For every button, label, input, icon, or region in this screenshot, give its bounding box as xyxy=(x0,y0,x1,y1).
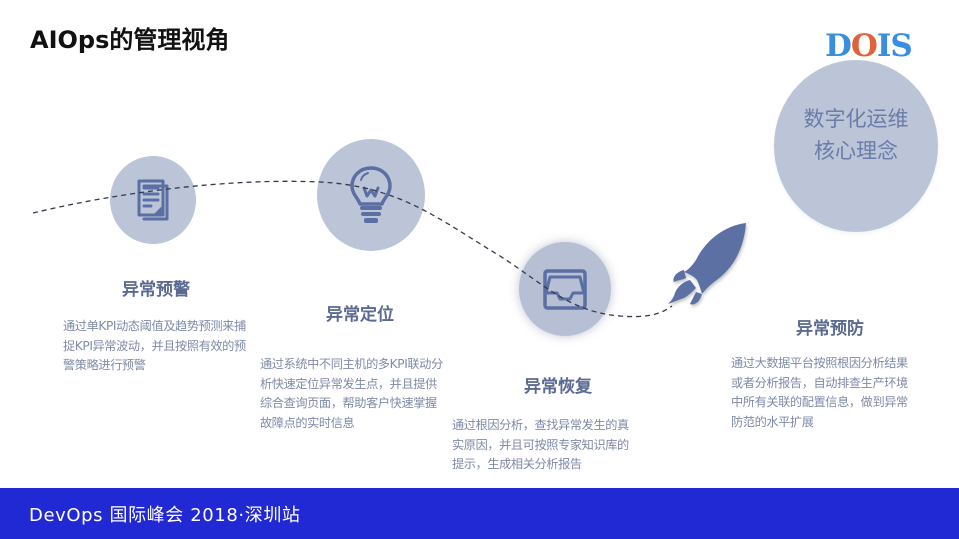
step-3-title: 异常恢复 xyxy=(524,377,592,397)
logo-letter-o: O xyxy=(850,28,878,64)
step-4-desc-line: 中所有关联的配置信息，做到异常 xyxy=(731,395,908,409)
step-1-desc-line: 捉KPI异常波动，并且按照有效的预 xyxy=(63,338,246,353)
step-1-desc-line: 通过单KPI动态阈值及趋势预测来捕 xyxy=(63,319,246,333)
logo-letter-i: I xyxy=(876,28,891,64)
step-4-description: 通过大数据平台按照根因分析结果 或者分析报告，自动排查生产环境 中所有关联的配置… xyxy=(731,354,908,432)
step-3-circle xyxy=(519,242,611,336)
slide-title: AIOps的管理视角 xyxy=(30,26,230,54)
step-2-circle xyxy=(317,139,425,251)
footer-event-name: DevOps 国际峰会 2018·深圳站 xyxy=(29,505,301,526)
lightbulb-icon xyxy=(350,166,392,223)
core-concept-line2: 核心理念 xyxy=(814,139,898,163)
step-2-desc-line: 综合查询页面，帮助客户快速掌握 xyxy=(260,396,437,410)
core-concept-circle: 数字化运维 核心理念 xyxy=(774,60,938,232)
step-2-title: 异常定位 xyxy=(326,305,394,325)
rocket-icon xyxy=(668,223,746,305)
step-3-desc-line: 实原因，并且可按照专家知识库的 xyxy=(452,437,629,452)
logo-letter-s: S xyxy=(890,28,912,64)
step-1-description: 通过单KPI动态阈值及趋势预测来捕 捉KPI异常波动，并且按照有效的预 警策略进… xyxy=(63,317,246,376)
step-4-title: 异常预防 xyxy=(796,319,864,339)
step-1-circle xyxy=(110,156,196,244)
logo-letter-d: D xyxy=(825,28,852,64)
document-icon xyxy=(137,179,169,221)
core-concept-line1: 数字化运维 xyxy=(803,107,909,131)
step-2-desc-line: 析快速定位异常发生点，并且提供 xyxy=(260,376,437,391)
step-2-desc-line: 故障点的实时信息 xyxy=(260,415,355,430)
step-3-desc-line: 通过根因分析，查找异常发生的真 xyxy=(452,418,629,432)
footer-bar: DevOps 国际峰会 2018·深圳站 xyxy=(0,488,959,539)
step-3-description: 通过根因分析，查找异常发生的真 实原因，并且可按照专家知识库的 提示，生成相关分… xyxy=(452,416,629,475)
step-4-desc-line: 防范的水平扩展 xyxy=(731,414,814,429)
step-4-desc-line: 或者分析报告，自动排查生产环境 xyxy=(731,375,908,390)
step-1-title: 异常预警 xyxy=(122,280,190,300)
step-1-desc-line: 警策略进行预警 xyxy=(63,358,146,372)
step-4-desc-line: 通过大数据平台按照根因分析结果 xyxy=(731,356,908,370)
inbox-tray-icon xyxy=(543,269,587,310)
step-3-desc-line: 提示，生成相关分析报告 xyxy=(452,457,582,471)
step-2-desc-line: 通过系统中不同主机的多KPI联动分 xyxy=(260,357,443,371)
step-2-description: 通过系统中不同主机的多KPI联动分 析快速定位异常发生点，并且提供 综合查询页面… xyxy=(260,355,443,433)
dois-logo: DOIS xyxy=(825,28,913,64)
